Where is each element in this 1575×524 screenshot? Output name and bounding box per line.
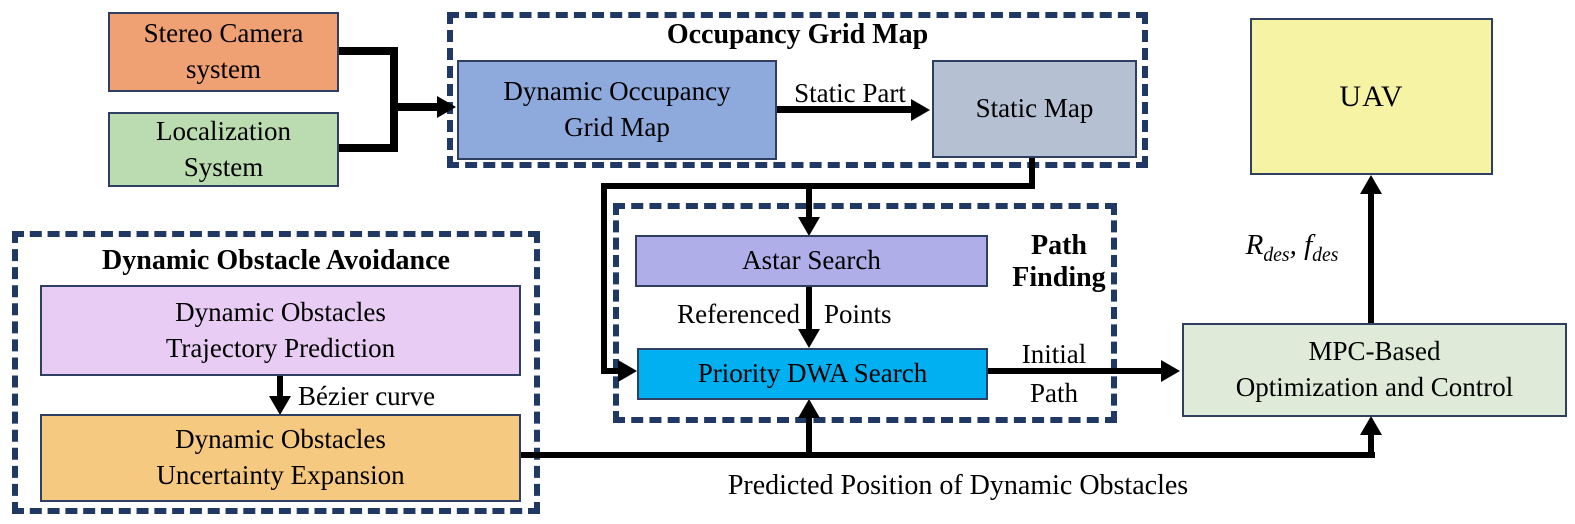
node-trajectory-prediction: Dynamic Obstacles Trajectory Prediction	[40, 285, 521, 376]
node-label: Dynamic Occupancy	[503, 76, 731, 107]
node-label: Optimization and Control	[1235, 372, 1514, 402]
edge-label-predicted-position: Predicted Position of Dynamic Obstacles	[727, 470, 1189, 501]
edge-to-astar	[806, 183, 812, 218]
arrowhead-initial-path	[1161, 360, 1180, 382]
edge-predicted-to-mpc	[1368, 434, 1374, 454]
math-var: f	[1304, 229, 1313, 261]
node-label: MPC-Based	[1308, 336, 1441, 367]
node-static-map: Static Map	[932, 60, 1137, 158]
arrowhead-sensors-to-occupancy	[437, 96, 456, 118]
node-label: Stereo Camera	[143, 18, 304, 49]
edge-label-initial-path: Path	[1029, 378, 1078, 408]
group-title-line: Path	[1031, 230, 1087, 261]
edge-predicted-to-dwa	[806, 417, 812, 454]
node-localization-system: Localization System	[108, 112, 339, 187]
node-priority-dwa-search: Priority DWA Search	[637, 348, 988, 400]
group-title-occupancy-grid-map: Occupancy Grid Map	[666, 19, 929, 50]
node-label: Uncertainty Expansion	[156, 460, 405, 490]
node-label: Astar Search	[742, 245, 881, 276]
node-label: Dynamic Obstacles	[175, 424, 386, 455]
node-label: Grid Map	[564, 112, 670, 142]
arrowhead-predicted-to-mpc	[1360, 416, 1382, 435]
edge-initial-path	[988, 368, 1163, 374]
edge-static-map-branch	[601, 183, 1035, 189]
group-title-path-finding: Path Finding	[993, 230, 1125, 294]
node-label: System	[183, 151, 264, 182]
node-uncertainty-expansion: Dynamic Obstacles Uncertainty Expansion	[40, 414, 521, 502]
edge-mpc-to-uav	[1368, 191, 1374, 323]
node-label: system	[185, 54, 261, 84]
edge-static-part	[777, 106, 913, 113]
math-sep: ,	[1289, 229, 1305, 261]
edge-sensor-merge	[390, 47, 398, 152]
node-label: Priority DWA Search	[697, 358, 928, 389]
edge-label-initial: Initial	[1021, 339, 1087, 369]
group-path-finding	[613, 203, 1117, 423]
node-dynamic-occupancy-grid-map: Dynamic Occupancy Grid Map	[457, 60, 777, 160]
edge-static-map-down	[1029, 158, 1035, 188]
math-sub: des	[1312, 243, 1339, 266]
node-astar-search: Astar Search	[635, 235, 988, 287]
arrowhead-to-priority-dwa	[618, 360, 637, 382]
node-label: Dynamic Obstacles	[175, 296, 386, 327]
edge-localization-out	[338, 144, 398, 152]
group-dynamic-obstacle-avoidance	[12, 231, 540, 514]
node-label: Localization	[156, 115, 291, 146]
edge-left-bypass	[601, 183, 607, 373]
edge-sensors-to-occupancy	[390, 103, 440, 111]
edge-predicted-position	[519, 452, 1375, 458]
edge-bezier	[277, 376, 283, 398]
group-occupancy-grid-map	[447, 12, 1148, 168]
node-uav: UAV	[1250, 18, 1493, 175]
arrowhead-static-part	[911, 99, 930, 121]
arrowhead-predicted-to-dwa	[798, 399, 820, 418]
math-sub: des	[1263, 243, 1290, 266]
edge-referenced-points	[806, 287, 812, 331]
edge-label-static-part: Static Part	[794, 78, 906, 108]
arrowhead-mpc-to-uav	[1360, 175, 1382, 194]
edge-label-points: Points	[824, 299, 892, 329]
arrowhead-bezier	[269, 396, 291, 415]
edge-to-priority-dwa	[601, 368, 620, 374]
math-var: R	[1245, 229, 1264, 261]
arrowhead-referenced-points	[798, 329, 820, 348]
node-mpc-optimization-control: MPC-Based Optimization and Control	[1182, 323, 1567, 417]
edge-label-referenced: Referenced	[677, 299, 800, 329]
group-title-line: Finding	[1012, 262, 1106, 294]
node-label: Trajectory Prediction	[165, 332, 396, 363]
node-stereo-camera-system: Stereo Camera system	[108, 12, 339, 92]
arrowhead-to-astar	[798, 217, 820, 236]
node-label: Static Map	[975, 93, 1094, 124]
edge-label-bezier-curve: Bézier curve	[298, 381, 436, 411]
node-label: UAV	[1339, 79, 1404, 113]
edge-stereo-camera-out	[338, 47, 398, 55]
edge-label-rdes-fdes: Rdes, fdes	[1222, 229, 1362, 266]
group-title-dynamic-obstacle-avoidance: Dynamic Obstacle Avoidance	[102, 245, 450, 276]
